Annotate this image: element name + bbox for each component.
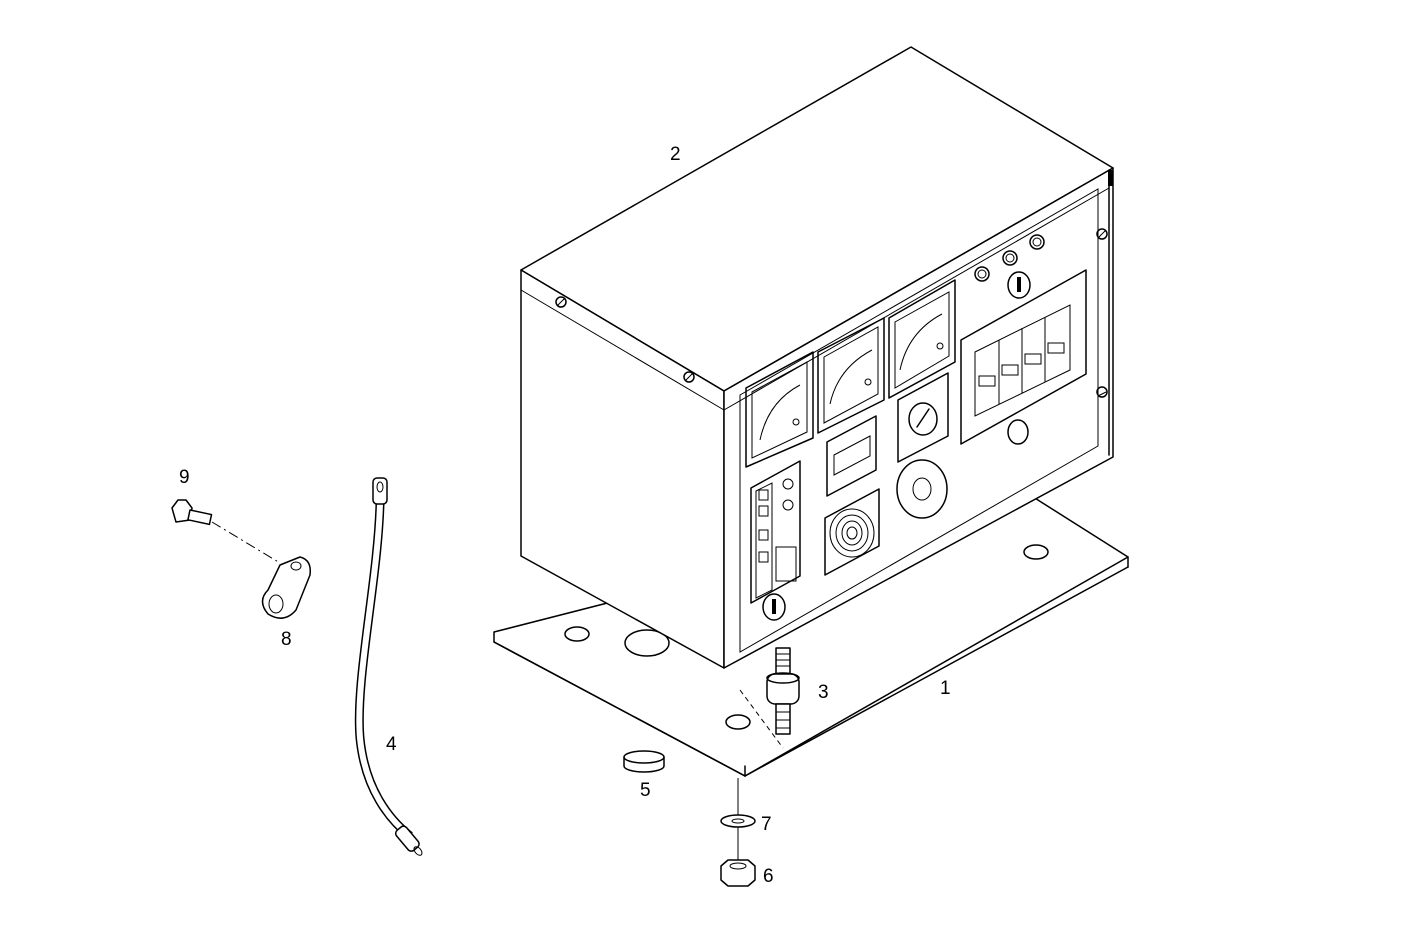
plate-hole-front [725, 714, 751, 730]
plate-hole-large [624, 629, 670, 657]
callout-1: 1 [940, 678, 951, 699]
circuit-breaker-panel-icon [960, 269, 1087, 445]
plate-hole-left [564, 626, 590, 642]
callout-9: 9 [179, 467, 190, 488]
antivibration-mount [739, 647, 800, 749]
side-screw-icon [555, 228, 1108, 398]
key-switch-icon [762, 271, 1031, 621]
screw [171, 499, 281, 564]
callout-2: 2 [670, 144, 681, 165]
ground-cable [354, 477, 423, 856]
callout-8: 8 [281, 629, 292, 650]
callout-4: 4 [386, 734, 397, 755]
cable-clamp [261, 556, 312, 619]
selector-switch-icon [897, 372, 949, 463]
voltmeter-gauge-icon [817, 317, 885, 434]
speaker-dial-icon [896, 459, 948, 519]
hour-counter-icon [826, 415, 877, 497]
callout-3: 3 [818, 682, 829, 703]
plate-hole-right [1023, 544, 1049, 560]
frequency-meter-gauge-icon [888, 279, 956, 399]
lid-latch [1108, 170, 1113, 186]
nut [720, 859, 756, 887]
washer [720, 778, 756, 860]
callout-5: 5 [640, 780, 651, 801]
control-box [520, 46, 1114, 669]
callout-7: 7 [761, 814, 772, 835]
callout-6: 6 [763, 866, 774, 887]
indicator-panel-icon [750, 460, 801, 604]
spacer-ring [623, 750, 665, 773]
pilot-lamp-icon [974, 234, 1045, 282]
ammeter-gauge-icon [745, 351, 814, 468]
fan-grille-icon [824, 488, 880, 576]
